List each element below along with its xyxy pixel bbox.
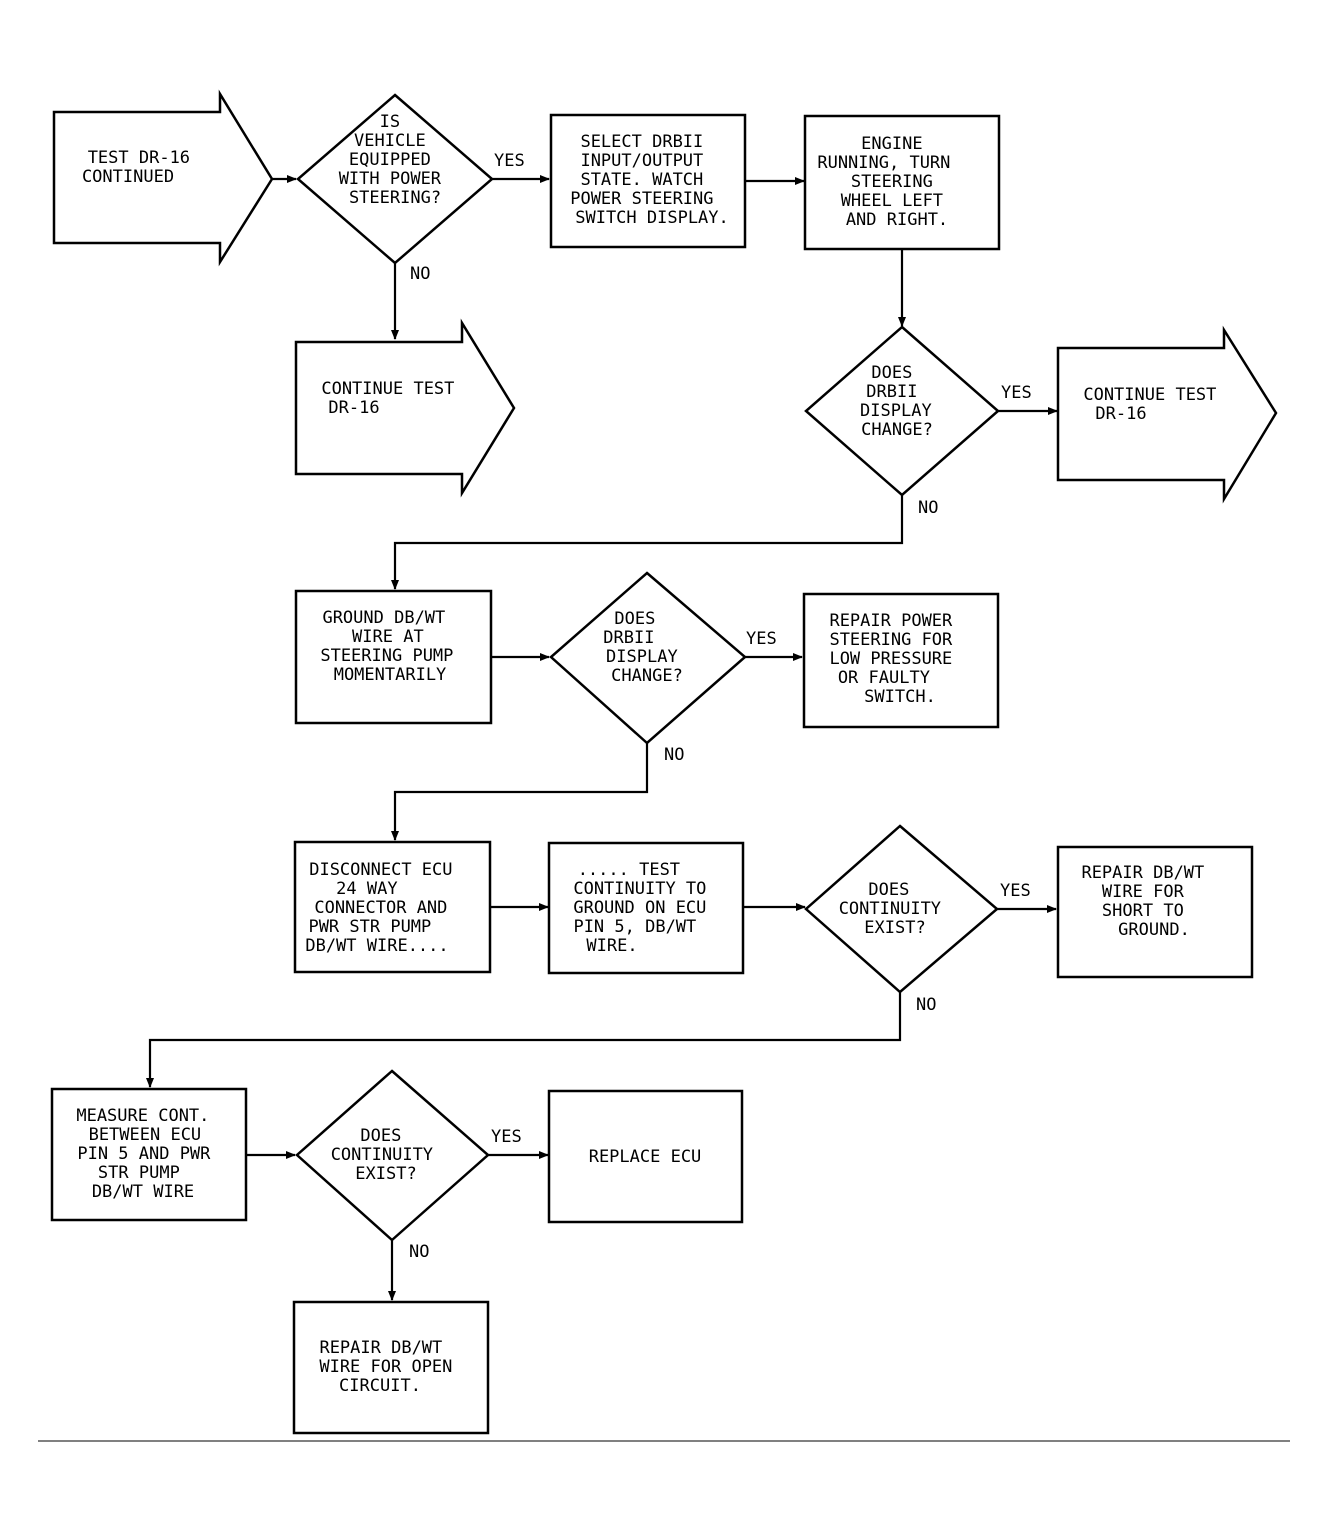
step-test-continuity: ..... TEST CONTINUITY TO GROUND ON ECU P… — [547, 841, 745, 975]
decision-power-steering-label: IS VEHICLE EQUIPPED WITH POWER STEERING? — [339, 112, 452, 208]
edge-label-q5-no: NO — [409, 1242, 429, 1262]
connector-q2-no — [391, 495, 904, 590]
step-engine-running-label: ENGINE RUNNING, TURN STEERING WHEEL LEFT… — [817, 134, 960, 230]
decision-continuity-2: DOES CONTINUITY EXIST? — [295, 1069, 490, 1242]
decision-power-steering: IS VEHICLE EQUIPPED WITH POWER STEERING? — [296, 93, 494, 265]
step-repair-short: REPAIR DB/WT WIRE FOR SHORT TO GROUND. — [1056, 845, 1254, 979]
decision-continuity-1: DOES CONTINUITY EXIST? — [804, 824, 999, 994]
node-continue-test-1: CONTINUE TEST DR-16 — [294, 318, 516, 498]
step-repair-open-label: REPAIR DB/WT WIRE FOR OPEN CIRCUIT. — [319, 1338, 462, 1396]
decision-display-change-2: DOES DRBII DISPLAY CHANGE? — [549, 571, 747, 745]
node-continue-test-2: CONTINUE TEST DR-16 — [1056, 325, 1278, 504]
step-test-continuity-label: ..... TEST CONTINUITY TO GROUND ON ECU P… — [573, 860, 716, 956]
step-repair-open: REPAIR DB/WT WIRE FOR OPEN CIRCUIT. — [292, 1300, 490, 1435]
decision-display-change-1: DOES DRBII DISPLAY CHANGE? — [804, 325, 1000, 497]
edge-label-q4-yes: YES — [1000, 881, 1031, 901]
decision-display-change-1-label: DOES DRBII DISPLAY CHANGE? — [860, 363, 942, 440]
step-select-drbii-label: SELECT DRBII INPUT/OUTPUT STATE. WATCH P… — [570, 132, 729, 228]
step-measure-continuity-label: MEASURE CONT. BETWEEN ECU PIN 5 AND PWR … — [76, 1106, 220, 1202]
connector-q3-no — [391, 743, 649, 841]
step-disconnect-ecu: DISCONNECT ECU 24 WAY CONNECTOR AND PWR … — [293, 840, 492, 974]
step-repair-power-steering: REPAIR POWER STEERING FOR LOW PRESSURE O… — [802, 592, 1000, 729]
connector-q4-no — [146, 992, 902, 1088]
edge-label-q2-no: NO — [918, 498, 938, 518]
connectors — [146, 175, 1058, 1301]
decision-continuity-1-label: DOES CONTINUITY EXIST? — [839, 880, 952, 938]
edge-label-q3-no: NO — [664, 745, 684, 765]
node-start-label: TEST DR-16 CONTINUED — [82, 148, 200, 187]
edge-label-q1-no: NO — [410, 264, 430, 284]
step-replace-ecu: REPLACE ECU — [547, 1089, 744, 1224]
node-continue-test-1-label: CONTINUE TEST DR-16 — [321, 379, 464, 418]
step-disconnect-ecu-label: DISCONNECT ECU 24 WAY CONNECTOR AND PWR … — [305, 860, 462, 956]
decision-display-change-2-label: DOES DRBII DISPLAY CHANGE? — [603, 609, 688, 686]
node-continue-test-2-label: CONTINUE TEST DR-16 — [1083, 385, 1226, 424]
edge-label-q4-no: NO — [916, 995, 936, 1015]
step-repair-short-label: REPAIR DB/WT WIRE FOR SHORT TO GROUND. — [1081, 863, 1214, 940]
edge-label-q5-yes: YES — [491, 1127, 522, 1147]
decision-continuity-2-label: DOES CONTINUITY EXIST? — [331, 1126, 444, 1184]
step-engine-running: ENGINE RUNNING, TURN STEERING WHEEL LEFT… — [803, 114, 1001, 251]
step-replace-ecu-label: REPLACE ECU — [589, 1147, 702, 1167]
node-start: TEST DR-16 CONTINUED — [52, 89, 274, 267]
step-ground-wire-label: GROUND DB/WT WIRE AT STEERING PUMP MOMEN… — [320, 608, 463, 685]
step-repair-power-steering-label: REPAIR POWER STEERING FOR LOW PRESSURE O… — [829, 611, 962, 707]
step-ground-wire: GROUND DB/WT WIRE AT STEERING PUMP MOMEN… — [294, 589, 493, 725]
step-select-drbii: SELECT DRBII INPUT/OUTPUT STATE. WATCH P… — [549, 113, 747, 249]
step-measure-continuity: MEASURE CONT. BETWEEN ECU PIN 5 AND PWR … — [50, 1087, 248, 1222]
edge-label-q3-yes: YES — [746, 629, 777, 649]
edge-label-q2-yes: YES — [1001, 383, 1032, 403]
edge-labels: YES NO YES NO YES NO YES NO YES NO — [409, 151, 1032, 1262]
edge-label-q1-yes: YES — [494, 151, 525, 171]
